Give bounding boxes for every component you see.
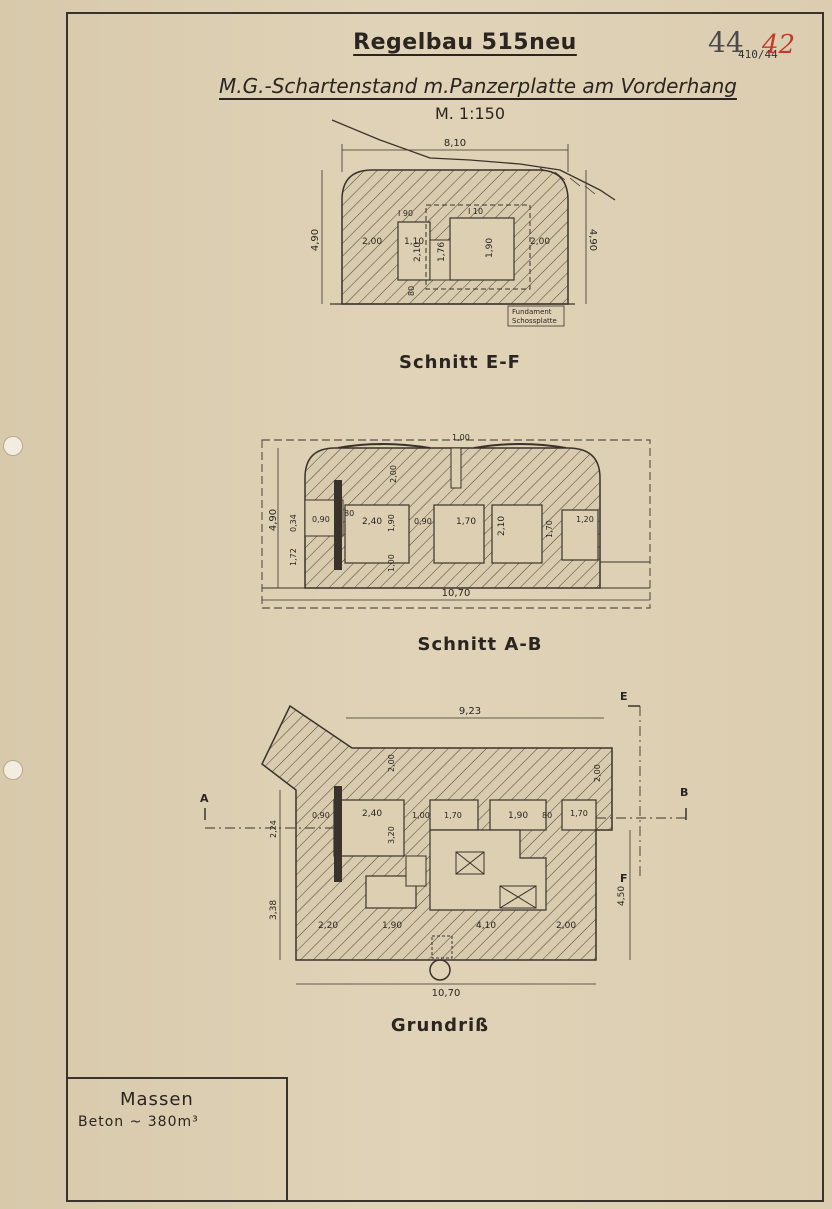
ef-note-fundament: Fundament xyxy=(512,308,552,316)
sheet-number: 44 xyxy=(708,26,744,59)
ab-dim-d2: 0,90 xyxy=(312,515,330,524)
ef-dim-d6: 2,00 xyxy=(530,237,550,247)
ef-note-schossplatte: Schossplatte xyxy=(512,317,557,325)
ab-dim-height: 4,90 xyxy=(268,509,279,531)
ab-dim-d8: 1,90 xyxy=(387,514,396,532)
ab-dim-d12: 1,72 xyxy=(289,548,298,566)
ab-dim-width: 10,70 xyxy=(442,588,471,599)
gr-dim-width-top: 9,23 xyxy=(459,706,481,717)
marker-f: F xyxy=(620,872,628,885)
ef-dim-d8: I 10 xyxy=(468,207,483,216)
section-ef-drawing xyxy=(321,119,616,327)
ef-dim-height-left: 4,90 xyxy=(310,229,321,251)
gr-dim-d4: 1,70 xyxy=(444,811,462,820)
ab-dim-d3: 2,40 xyxy=(362,517,382,527)
ab-dim-d9: 1,00 xyxy=(387,554,396,572)
massen-title: Massen xyxy=(120,1089,194,1110)
gr-dim-d3: 2,40 xyxy=(362,809,382,819)
gr-dim-d8: 1,90 xyxy=(382,921,402,931)
drawing-title: Regelbau 515neu xyxy=(353,30,577,55)
ef-dim-d1: 2,00 xyxy=(362,237,382,247)
marker-a: A xyxy=(200,792,209,805)
gr-dim-d16: 80 xyxy=(542,811,552,820)
massen-box xyxy=(66,1077,288,1202)
drawing-frame xyxy=(66,12,824,1202)
gr-dim-d5: 1,90 xyxy=(508,811,528,821)
grundriss-drawing xyxy=(204,704,687,985)
ab-dim-d6: 1,70 xyxy=(545,520,554,538)
ef-dim-height-right: 4,90 xyxy=(587,229,598,251)
grundriss-caption: Grundriß xyxy=(390,1015,490,1036)
register-number: 410/44 xyxy=(738,48,778,61)
punch-hole xyxy=(3,760,23,780)
ef-dim-width: 8,10 xyxy=(444,138,466,149)
ab-dim-d13: 0,34 xyxy=(289,514,298,532)
gr-dim-d13: 2,24 xyxy=(269,820,278,838)
gr-dim-width-bottom: 10,70 xyxy=(432,988,461,999)
section-ab-drawing xyxy=(261,439,651,609)
gr-dim-d12: 4,50 xyxy=(617,886,627,906)
gr-dim-d1: 2,00 xyxy=(387,754,396,772)
pen-mark: 42 xyxy=(762,30,796,60)
ab-dim-top: 1,00 xyxy=(452,433,470,442)
section-ab-caption: Schnitt A-B xyxy=(417,634,543,655)
ab-dim-d10: 0,90 xyxy=(414,517,432,526)
drawing-subtitle: M.G.-Schartenstand m.Panzerplatte am Vor… xyxy=(219,74,737,98)
marker-e: E xyxy=(620,690,628,703)
drawing-scale: M. 1:150 xyxy=(434,104,506,123)
ef-dim-d7: I 90 xyxy=(398,209,413,218)
ef-dim-d9: 80 xyxy=(407,286,416,296)
ef-dim-d2: 1,10 xyxy=(404,237,424,247)
gr-dim-d6: 1,70 xyxy=(570,809,588,818)
ab-dim-d7: 1,20 xyxy=(576,515,594,524)
massen-value: Beton ~ 380m³ xyxy=(78,1114,199,1130)
gr-dim-d15: 1,00 xyxy=(412,811,430,820)
gr-dim-d17: 3,20 xyxy=(387,826,396,844)
ef-dim-d4: 1,76 xyxy=(437,242,447,262)
ab-dim-d4: 1,70 xyxy=(456,517,476,527)
marker-b: B xyxy=(680,786,688,799)
gr-dim-d10: 2,00 xyxy=(556,921,576,931)
ab-dim-d1: 2,00 xyxy=(389,465,398,483)
gr-dim-d11: 3,38 xyxy=(269,900,279,920)
gr-dim-d14: 2,00 xyxy=(593,764,602,782)
ab-dim-d5: 2,10 xyxy=(497,516,507,536)
section-ef-caption: Schnitt E-F xyxy=(399,352,521,373)
gr-dim-d7: 2,20 xyxy=(318,921,338,931)
gr-dim-d2: 0,90 xyxy=(312,811,330,820)
gr-dim-d9: 4,10 xyxy=(476,921,496,931)
ef-dim-d5: 1,90 xyxy=(485,238,495,258)
ef-dim-d3: 2,10 xyxy=(413,242,423,262)
punch-hole xyxy=(3,436,23,456)
ab-dim-d11: 80 xyxy=(344,509,354,518)
